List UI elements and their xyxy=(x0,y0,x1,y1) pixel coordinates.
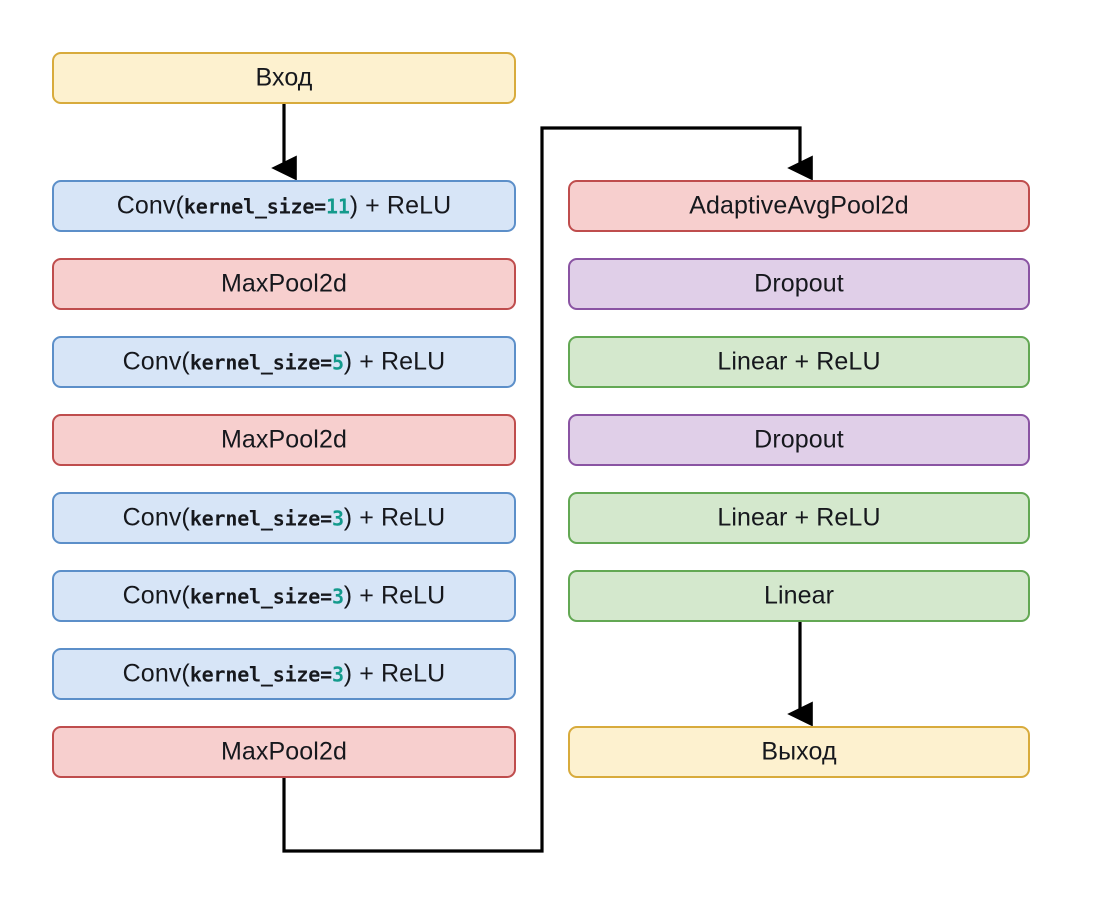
conv3-value: 3 xyxy=(331,506,344,530)
node-fc3[interactable]: Linear xyxy=(568,570,1030,622)
conv2-value: 5 xyxy=(331,350,344,374)
conv1-suffix: ) + ReLU xyxy=(349,191,452,219)
node-pool2-label: MaxPool2d xyxy=(221,425,347,453)
conv3-param: kernel_size= xyxy=(189,506,332,530)
node-output-label: Выход xyxy=(761,737,837,765)
conv1-prefix: Conv( xyxy=(116,191,184,219)
node-adaptive-avg-pool[interactable]: AdaptiveAvgPool2d xyxy=(568,180,1030,232)
node-pool2[interactable]: MaxPool2d xyxy=(52,414,516,466)
node-conv5-label: Conv(kernel_size=3) + ReLU xyxy=(123,661,446,686)
node-fc3-label: Linear xyxy=(763,581,835,609)
node-input-label: Вход xyxy=(255,63,313,91)
node-conv3[interactable]: Conv(kernel_size=3) + ReLU xyxy=(52,492,516,544)
node-pool3-label: MaxPool2d xyxy=(221,737,347,765)
node-output[interactable]: Выход xyxy=(568,726,1030,778)
conv1-value: 11 xyxy=(326,194,350,218)
conv4-prefix: Conv( xyxy=(122,581,190,609)
node-dropout1[interactable]: Dropout xyxy=(568,258,1030,310)
conv5-param: kernel_size= xyxy=(189,662,332,686)
node-fc1-label: Linear + ReLU xyxy=(717,347,881,375)
conv5-value: 3 xyxy=(331,662,344,686)
conv4-param: kernel_size= xyxy=(189,584,332,608)
conv2-prefix: Conv( xyxy=(122,347,190,375)
node-conv4[interactable]: Conv(kernel_size=3) + ReLU xyxy=(52,570,516,622)
node-dropout1-label: Dropout xyxy=(754,269,844,297)
node-conv4-label: Conv(kernel_size=3) + ReLU xyxy=(123,583,446,608)
conv4-value: 3 xyxy=(331,584,344,608)
node-pool1[interactable]: MaxPool2d xyxy=(52,258,516,310)
node-dropout2-label: Dropout xyxy=(754,425,844,453)
node-conv3-label: Conv(kernel_size=3) + ReLU xyxy=(123,505,446,530)
conv4-suffix: ) + ReLU xyxy=(343,581,446,609)
node-fc2-label: Linear + ReLU xyxy=(717,503,881,531)
node-fc2[interactable]: Linear + ReLU xyxy=(568,492,1030,544)
conv3-prefix: Conv( xyxy=(122,503,190,531)
node-fc1[interactable]: Linear + ReLU xyxy=(568,336,1030,388)
node-input[interactable]: Вход xyxy=(52,52,516,104)
conv2-suffix: ) + ReLU xyxy=(343,347,446,375)
conv3-suffix: ) + ReLU xyxy=(343,503,446,531)
conv1-param: kernel_size= xyxy=(183,194,327,218)
node-conv1[interactable]: Conv(kernel_size=11) + ReLU xyxy=(52,180,516,232)
node-dropout2[interactable]: Dropout xyxy=(568,414,1030,466)
node-conv5[interactable]: Conv(kernel_size=3) + ReLU xyxy=(52,648,516,700)
node-adaptive-avg-pool-label: AdaptiveAvgPool2d xyxy=(689,191,909,219)
conv2-param: kernel_size= xyxy=(189,350,332,374)
conv5-prefix: Conv( xyxy=(122,659,190,687)
node-pool1-label: MaxPool2d xyxy=(221,269,347,297)
node-pool3[interactable]: MaxPool2d xyxy=(52,726,516,778)
node-conv2[interactable]: Conv(kernel_size=5) + ReLU xyxy=(52,336,516,388)
node-conv1-label: Conv(kernel_size=11) + ReLU xyxy=(117,193,452,218)
conv5-suffix: ) + ReLU xyxy=(343,659,446,687)
node-conv2-label: Conv(kernel_size=5) + ReLU xyxy=(123,349,446,374)
